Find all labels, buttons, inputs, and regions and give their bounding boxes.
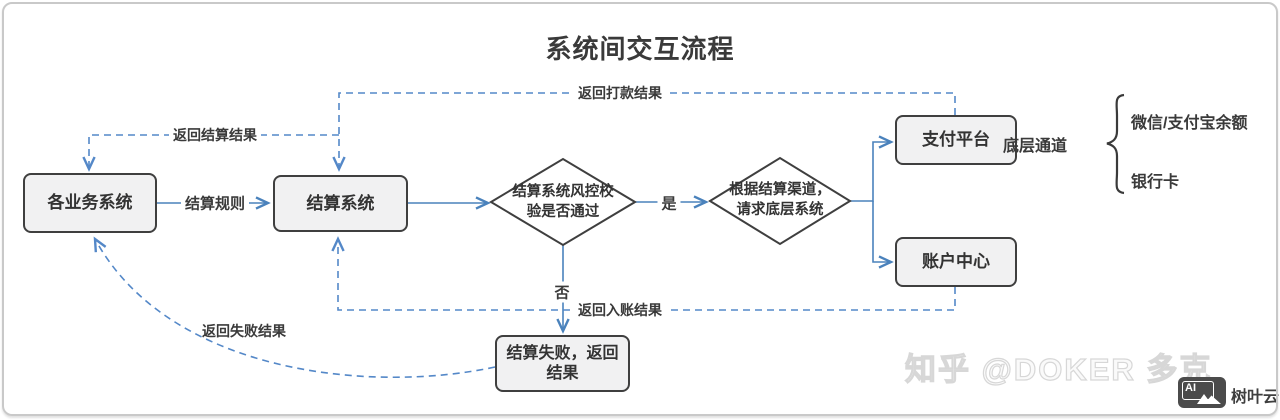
logo-name-text: 树叶云 xyxy=(1231,389,1280,406)
node-settlement-system: 结算系统 xyxy=(273,175,408,232)
node-account-center-label: 账户中心 xyxy=(922,252,990,272)
page-title: 系统间交互流程 xyxy=(545,34,735,64)
ai-logo: AI xyxy=(1178,377,1226,408)
node-settlement-failure: 结算失败，返回 结果 xyxy=(495,335,630,392)
diamond-channel-route-label: 根据结算渠道， 请求底层系统 xyxy=(729,182,831,218)
diamond-risk-check-label: 结算系统风控校 验是否通过 xyxy=(512,184,614,220)
diamond-channel-route xyxy=(708,156,852,246)
ai-logo-text: AI xyxy=(1182,381,1214,400)
edge-label-return-posting-result: 返回入账结果 xyxy=(574,300,666,320)
edge-label-return-payment-result: 返回打款结果 xyxy=(574,83,666,103)
mountain-icon xyxy=(1197,394,1221,404)
diamond-risk-check xyxy=(489,157,637,247)
watermark-text: 知乎 @DOKER 多克 xyxy=(904,351,1213,387)
node-settlement-failure-label: 结算失败，返回 结果 xyxy=(506,344,619,382)
edge-return-payment-result xyxy=(332,92,956,172)
edge-label-return-failure-result: 返回失败结果 xyxy=(202,323,286,339)
channels-brace xyxy=(1106,93,1125,195)
channel-item-bank-card: 银行卡 xyxy=(1131,174,1180,191)
channel-item-wechat-alipay: 微信/支付宝余额 xyxy=(1131,115,1248,132)
node-business-systems-label: 各业务系统 xyxy=(47,193,133,213)
edge-label-no: 否 xyxy=(550,281,574,303)
edge-return-failure-result xyxy=(93,236,496,379)
edge-route-to-account xyxy=(872,201,894,269)
node-settlement-system-label: 结算系统 xyxy=(306,193,375,213)
node-payment-platform: 支付平台 xyxy=(895,115,1017,165)
edge-route-to-payment xyxy=(850,135,894,202)
node-business-systems: 各业务系统 xyxy=(23,173,157,233)
edge-label-return-settlement-result: 返回结算结果 xyxy=(169,125,261,145)
node-payment-platform-label: 支付平台 xyxy=(922,130,990,150)
channels-group-label: 底层通道 xyxy=(1003,138,1068,155)
edge-label-yes: 是 xyxy=(657,192,681,214)
edge-label-settlement-rules: 结算规则 xyxy=(180,192,250,214)
edge-return-posting-result xyxy=(331,236,956,311)
node-account-center: 账户中心 xyxy=(895,237,1017,287)
